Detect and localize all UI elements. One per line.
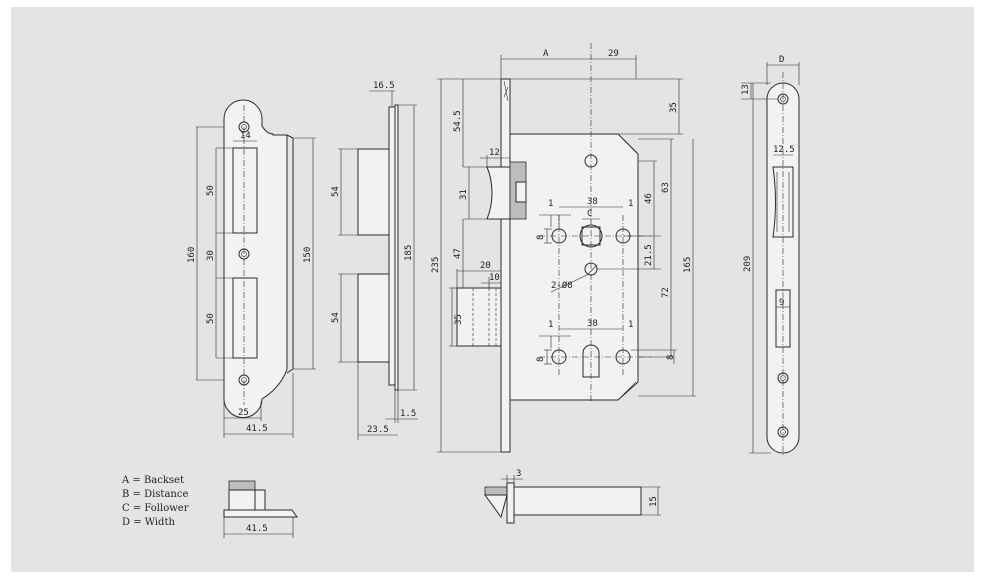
side-body [388, 106, 396, 386]
dim-72: 72 [661, 287, 671, 298]
legend-item-c: C = Follower [122, 503, 189, 514]
legend-item-d: D = Width [122, 517, 175, 528]
dim-41-5: 41.5 [246, 424, 268, 434]
lock-case [509, 133, 639, 401]
legend-item-a: A = Backset [121, 475, 184, 486]
dim-54-5: 54.5 [453, 110, 463, 132]
dim-35-top: 35 [669, 102, 679, 113]
strike-bottom-view: 41.5 [223, 480, 298, 538]
dim-1-left-top: 1 [548, 199, 553, 209]
dim-54-bottom: 54 [331, 312, 341, 323]
dim-54-top: 54 [331, 186, 341, 197]
dim-16-5: 16.5 [373, 81, 395, 91]
strike-opening-bottom [232, 277, 258, 359]
dim-50-top: 50 [206, 185, 216, 196]
lock-body: A 29 35 46 63 21.5 72 165 1 38 1 C [431, 43, 696, 453]
cylinder-hole-icon [582, 344, 600, 378]
dim-14: 14 [240, 131, 251, 141]
dim-25: 25 [238, 408, 249, 418]
strike-plate: 14 50 30 50 160 150 25 41.5 [187, 99, 316, 438]
latch-bolt [486, 166, 511, 220]
strike-opening-top [232, 147, 258, 234]
dim-12: 12 [489, 148, 500, 158]
top-case [513, 486, 642, 516]
dim-41-5-bottom: 41.5 [246, 524, 268, 534]
lock-faceplate [500, 78, 511, 453]
dim-C: C [587, 209, 592, 219]
dim-150: 150 [303, 247, 313, 263]
lock-top-view: 3 15 [484, 469, 661, 524]
deadbolt [456, 287, 502, 347]
latch-side [357, 148, 390, 236]
dim-165: 165 [683, 257, 693, 273]
dim-209: 209 [743, 256, 753, 272]
dim-63: 63 [661, 182, 671, 193]
dim-8-follower: 8 [536, 235, 546, 240]
dim-2-holes: 2-Ø8 [551, 280, 573, 291]
strike-lip-top [228, 480, 256, 491]
dim-9: 9 [779, 298, 784, 308]
dim-1-right-top: 1 [628, 199, 633, 209]
dim-38-top: 38 [587, 197, 598, 207]
dim-235: 235 [431, 257, 441, 273]
face-plate: D 13 12.5 209 9 [741, 55, 800, 457]
dim-35-bolt: 35 [454, 314, 464, 325]
dim-1-5: 1.5 [400, 409, 416, 419]
dim-29: 29 [608, 49, 619, 59]
dim-20: 20 [480, 261, 491, 271]
dim-3: 3 [516, 469, 521, 479]
side-faceplate [394, 104, 399, 391]
drawing-frame: 14 50 30 50 160 150 25 41.5 16.5 [11, 7, 974, 572]
dim-38-bottom: 38 [587, 319, 598, 329]
dim-185: 185 [404, 245, 414, 261]
dim-50-bottom: 50 [206, 313, 216, 324]
dim-30: 30 [206, 250, 216, 261]
legend-item-b: B = Distance [122, 489, 188, 500]
dim-8-cylinder-left: 8 [536, 357, 546, 362]
dim-10: 10 [489, 273, 500, 283]
dim-1-left-bottom: 1 [548, 320, 553, 330]
legend: A = Backset B = Distance C = Follower D … [121, 475, 189, 528]
dim-1-right-bottom: 1 [628, 320, 633, 330]
dim-46: 46 [644, 193, 654, 204]
side-view: 16.5 54 54 185 1.5 23.5 [331, 81, 418, 440]
dim-8-cylinder-right: 8 [666, 355, 676, 360]
dim-23-5: 23.5 [367, 425, 389, 435]
technical-drawing: 14 50 30 50 160 150 25 41.5 16.5 [121, 43, 800, 538]
dim-160: 160 [187, 247, 197, 263]
dim-D: D [779, 55, 784, 65]
dim-47: 47 [453, 248, 463, 259]
top-faceplate [506, 482, 515, 524]
dim-31: 31 [459, 189, 469, 200]
dim-21-5: 21.5 [644, 244, 654, 266]
dim-A: A [543, 49, 549, 59]
dim-15: 15 [649, 496, 659, 507]
dim-12-5: 12.5 [773, 145, 795, 155]
bolt-side [357, 273, 390, 363]
dim-13: 13 [741, 84, 751, 95]
